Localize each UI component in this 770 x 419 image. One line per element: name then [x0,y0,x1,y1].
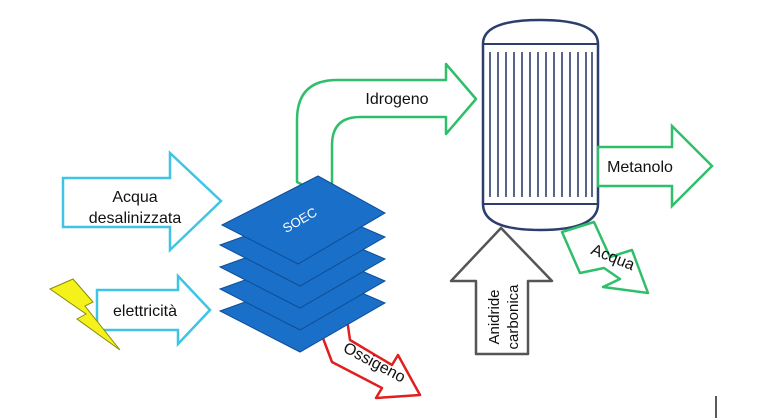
water-input-label-line2: desalinizzata [89,210,182,227]
co2-label-line2: carbonica [505,284,522,350]
soec-stack: SOEC [218,175,387,353]
hydrogen-arrow: Idrogeno [295,62,478,202]
methanol-reactor [481,18,600,232]
electricity-input-arrow: elettricità [95,272,212,348]
methanol-label: Metanolo [607,159,673,176]
water-input-arrow: Acqua desalinizzata [61,150,223,253]
hydrogen-label: Idrogeno [365,91,428,108]
lightning-icon [48,278,121,351]
electricity-label: elettricità [113,303,177,320]
water-input-label-line1: Acqua [112,189,157,206]
soec-layer-1 [220,175,387,265]
co2-input-arrow: Anidride carbonica [449,226,554,356]
water-output-arrow: Acqua [560,220,650,295]
reactor-tubes [489,52,593,197]
methanol-output-arrow: Metanolo [596,122,714,210]
co2-label-line1: Anidride [486,289,503,344]
